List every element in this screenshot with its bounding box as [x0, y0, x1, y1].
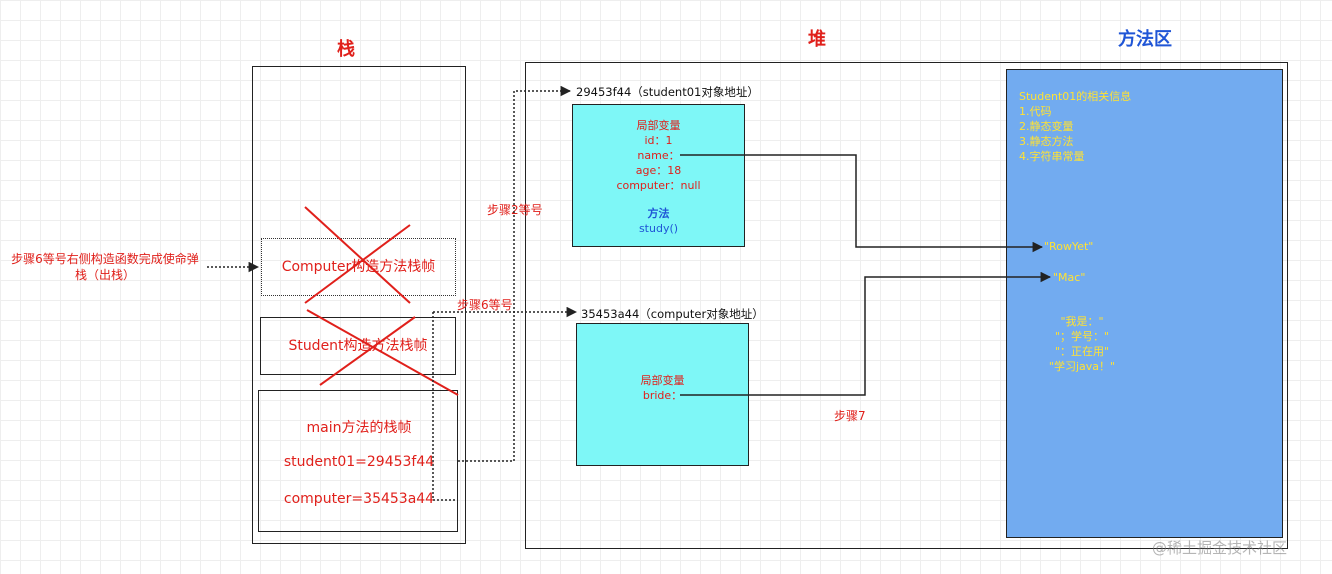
name-to-rowyet-arrow — [680, 154, 1044, 253]
watermark: @稀土掘金技术社区 — [1152, 539, 1288, 557]
student01-object: 局部变量 id：1 name： age：18 computer：null 方法 … — [572, 104, 745, 247]
pop-stack-note: 步骤6等号右侧构造函数完成使命弹 栈（出栈） — [0, 251, 210, 283]
string-constant-3: "：正在用" — [1054, 345, 1110, 358]
step6-label: 步骤6等号 — [457, 298, 513, 312]
stack-header: 栈 — [337, 39, 355, 60]
string-rowyet: "RowYet" — [1044, 240, 1094, 253]
pop-stack-note-line2: 栈（出栈） — [74, 268, 135, 282]
step2-label: 步骤2等号 — [487, 203, 543, 217]
heap-header: 堆 — [808, 29, 826, 50]
main-frame-title: main方法的栈帧 — [306, 420, 412, 436]
main-method-frame: main方法的栈帧 student01=29453f44 computer=35… — [258, 390, 458, 532]
string-constant-2: "；学号：" — [1054, 330, 1110, 343]
computer-vars-title: 局部变量 — [640, 374, 685, 387]
cross-computer-frame-a — [304, 206, 411, 304]
main-frame-student01: student01=29453f44 — [283, 454, 435, 470]
computer-field-bride: bride： — [642, 389, 683, 402]
student-frame-label: Student构造方法栈帧 — [288, 338, 428, 354]
pop-stack-note-line1: 步骤6等号右侧构造函数完成使命弹 — [11, 252, 199, 266]
computer-frame-label: Computer构造方法栈帧 — [281, 259, 436, 275]
student01-reference-arrow — [458, 85, 572, 462]
student01-field-id: id：1 — [644, 134, 673, 147]
method-area-info: Student01的相关信息 1.代码 2.静态变量 3.静态方法 4.字符串常… — [1019, 89, 1131, 164]
method-area-panel: Student01的相关信息 1.代码 2.静态变量 3.静态方法 4.字符串常… — [1006, 69, 1283, 538]
student01-vars-title: 局部变量 — [636, 119, 681, 132]
string-constants: "我是：" "；学号：" "：正在用" "学习java！" — [1027, 314, 1137, 374]
computer-constructor-frame: Computer构造方法栈帧 — [261, 238, 456, 296]
cross-student-frame-a — [306, 309, 459, 396]
student01-method-study: study() — [638, 222, 679, 235]
bride-to-mac-arrow — [680, 271, 1052, 396]
method-area-info-static-vars: 2.静态变量 — [1019, 120, 1074, 133]
student01-field-age: age：18 — [635, 164, 682, 177]
method-area-info-code: 1.代码 — [1019, 105, 1052, 118]
main-frame-computer: computer=35453a44 — [283, 491, 435, 507]
student01-methods-title: 方法 — [647, 207, 670, 220]
heap-panel — [525, 62, 1288, 549]
string-mac: "Mac" — [1053, 271, 1086, 284]
student01-field-computer: computer：null — [616, 179, 701, 192]
student01-field-name: name： — [637, 149, 680, 162]
step7-label: 步骤7 — [834, 409, 866, 423]
computer-address-label: 35453a44（computer对象地址） — [581, 307, 764, 321]
method-area-info-string-constants: 4.字符串常量 — [1019, 150, 1085, 163]
cross-computer-frame-b — [304, 224, 411, 304]
string-constant-1: "我是：" — [1060, 315, 1104, 328]
student01-address-label: 29453f44（student01对象地址） — [576, 85, 759, 99]
method-area-info-title: Student01的相关信息 — [1019, 90, 1132, 103]
computer-reference-line — [432, 312, 458, 501]
method-area-info-static-methods: 3.静态方法 — [1019, 135, 1074, 148]
method-area-header: 方法区 — [1118, 29, 1172, 50]
string-constant-4: "学习java！" — [1048, 360, 1116, 373]
stack-panel — [252, 66, 466, 544]
cross-student-frame-b — [319, 316, 416, 386]
student-constructor-frame: Student构造方法栈帧 — [260, 317, 456, 375]
